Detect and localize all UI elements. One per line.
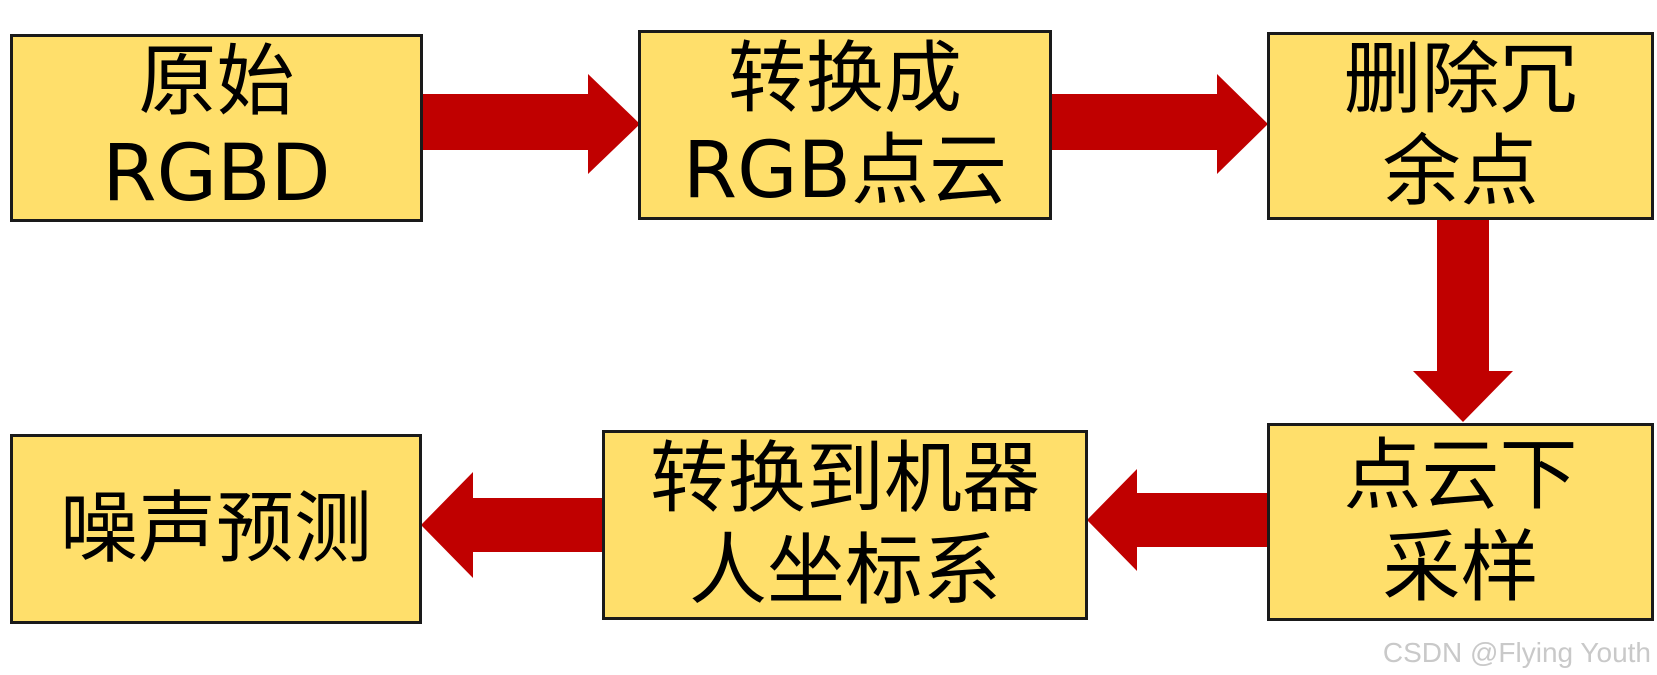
watermark: CSDN @Flying Youth — [1382, 637, 1651, 668]
node-to-robot-frame: 转换到机器 人坐标系 — [602, 430, 1088, 620]
node-to-pointcloud: 转换成 RGB点云 — [638, 30, 1052, 220]
arrow-left-4 — [1087, 469, 1270, 571]
arrow-left-5 — [421, 472, 603, 578]
arrow-right-2 — [1050, 74, 1268, 174]
node-noise-prediction-line1: 噪声预测 — [59, 484, 372, 574]
node-remove-redundant-line2: 余点 — [1382, 127, 1539, 217]
node-noise-prediction: 噪声预测 — [10, 434, 422, 624]
node-to-pointcloud-line2: RGB点云 — [682, 126, 1008, 216]
node-downsample: 点云下 采样 — [1267, 423, 1654, 621]
node-downsample-line2: 采样 — [1382, 523, 1539, 613]
node-to-robot-frame-line1: 转换到机器 — [649, 434, 1040, 524]
node-remove-redundant: 删除冗 余点 — [1267, 32, 1654, 220]
node-raw-rgbd-line2: RGBD — [102, 129, 331, 219]
node-to-robot-frame-line2: 人坐标系 — [688, 526, 1001, 616]
node-remove-redundant-line1: 删除冗 — [1343, 35, 1578, 125]
arrow-right-1 — [420, 74, 640, 174]
node-to-pointcloud-line1: 转换成 — [727, 34, 962, 124]
node-downsample-line1: 点云下 — [1343, 431, 1578, 521]
node-raw-rgbd-line1: 原始 — [138, 37, 295, 127]
node-raw-rgbd: 原始 RGBD — [10, 34, 423, 222]
arrow-down-3 — [1413, 218, 1513, 422]
